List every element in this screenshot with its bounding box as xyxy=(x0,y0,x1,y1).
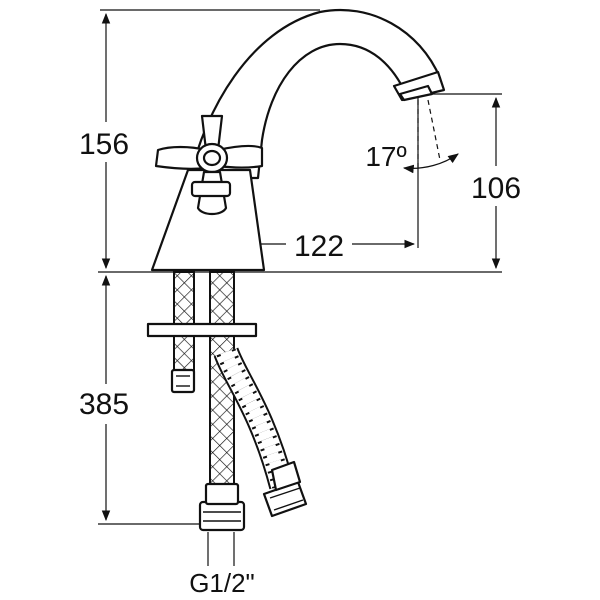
mounting-plate xyxy=(146,322,258,338)
thread-size-label: G1/2" xyxy=(189,568,255,598)
dimension-spout-reach: 122 xyxy=(214,96,419,263)
dimension-hose-length: 385 xyxy=(72,274,212,525)
spout-height-label: 106 xyxy=(471,172,521,205)
spout-angle-annotation: 17º xyxy=(365,99,459,174)
center-hose-nut xyxy=(198,500,246,532)
aerator-nozzle xyxy=(398,84,434,102)
dimension-spout-height: 106 xyxy=(430,93,528,270)
faucet-body xyxy=(150,8,446,272)
faucet-base xyxy=(150,168,266,272)
hose-length-label: 385 xyxy=(79,388,129,421)
cross-handle xyxy=(154,114,264,216)
overall-height-label: 156 xyxy=(79,128,129,161)
spout-reach-label: 122 xyxy=(294,230,344,263)
spout-angle-label: 17º xyxy=(365,141,406,172)
supply-hoses xyxy=(146,271,308,566)
dimension-overall-height: 156 xyxy=(72,9,320,270)
